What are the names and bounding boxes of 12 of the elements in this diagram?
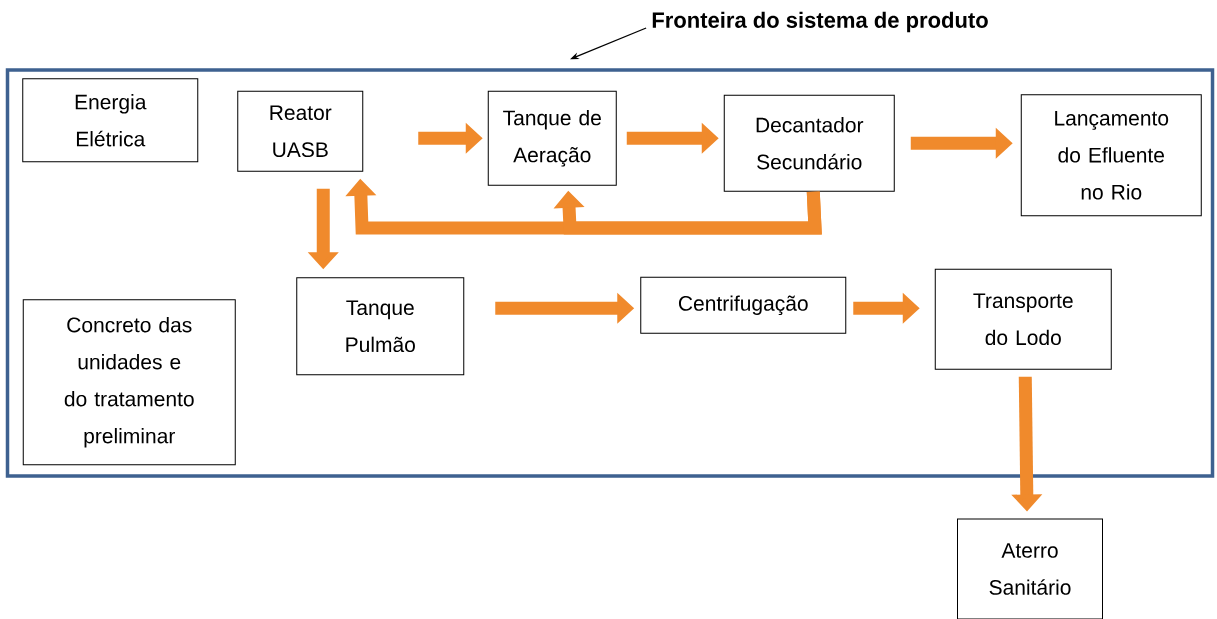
process-box: Transporte do Lodo (934, 268, 1112, 370)
process-box: Reator UASB (237, 90, 364, 172)
process-box: Energia Elétrica (22, 78, 199, 163)
process-box: Decantador Secundário (723, 94, 895, 192)
process-box: Centrifugação (640, 276, 847, 334)
boundary-label: Fronteira do sistema de produto (652, 11, 988, 33)
process-box: Tanque Pulmão (296, 277, 465, 376)
process-box: Concreto das unidades e do tratamento preliminar (22, 299, 236, 466)
system-boundary (5, 68, 1215, 478)
process-box: Lançamento do Efluente no Rio (1020, 94, 1202, 217)
process-box: Tanque de Aeração (487, 90, 617, 186)
process-box: Aterro Sanitário (957, 518, 1103, 619)
